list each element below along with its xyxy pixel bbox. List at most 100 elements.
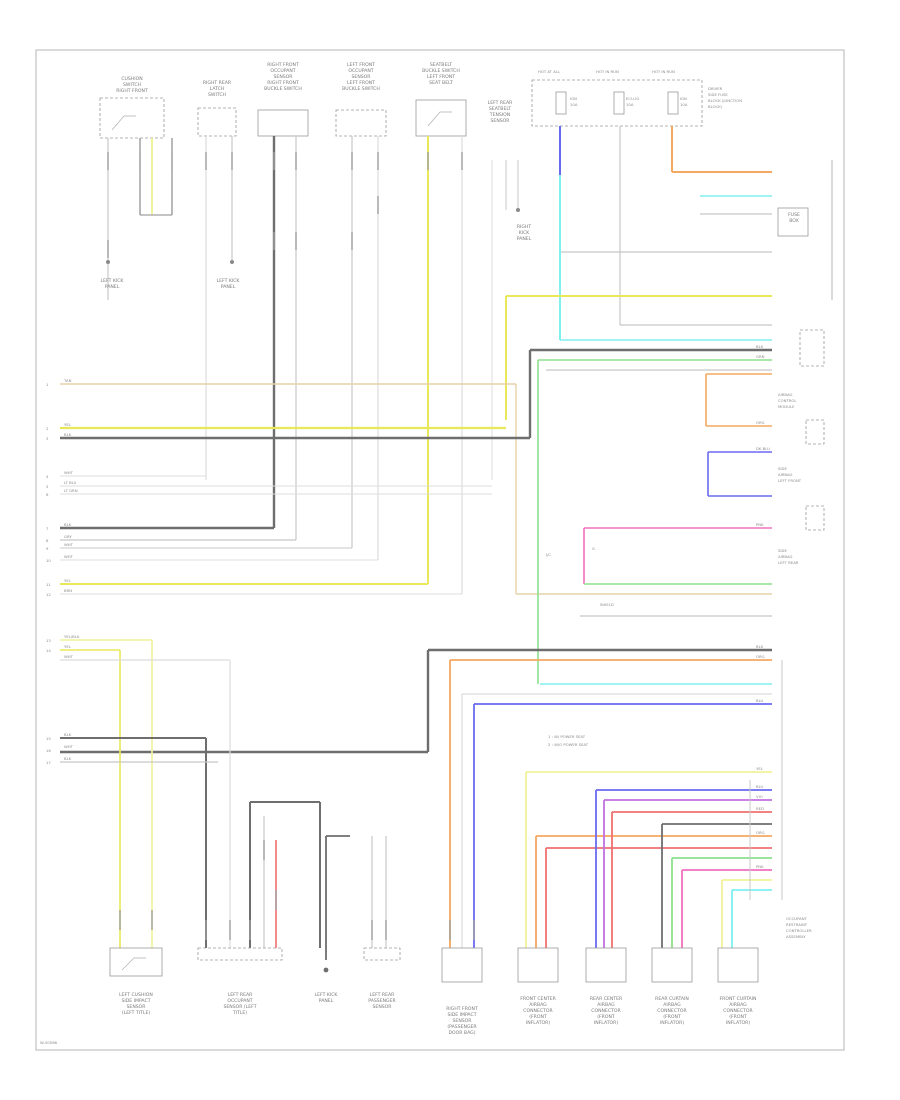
svg-text:PNK: PNK bbox=[756, 864, 764, 869]
svg-text:HOT AT ALL: HOT AT ALL bbox=[538, 69, 561, 74]
right-connector-top: AIRBAG CONTROL MODULE bbox=[778, 329, 825, 409]
svg-text:2: 2 bbox=[46, 426, 49, 431]
svg-text:LEFT FRONT: LEFT FRONT bbox=[427, 74, 455, 80]
svg-text:SENSOR: SENSOR bbox=[352, 74, 372, 80]
svg-text:ORG: ORG bbox=[756, 830, 765, 835]
svg-text:ECU-IG: ECU-IG bbox=[626, 96, 639, 101]
svg-text:G: G bbox=[592, 546, 595, 551]
svg-text:LEFT FRONT: LEFT FRONT bbox=[347, 62, 375, 68]
svg-text:INFLATOR): INFLATOR) bbox=[594, 1020, 618, 1026]
svg-text:17: 17 bbox=[46, 760, 51, 765]
fuse-output-wires bbox=[505, 126, 772, 420]
svg-text:KICK: KICK bbox=[519, 230, 531, 236]
ground-left-kick-2: LEFT KICK PANEL bbox=[217, 260, 240, 290]
svg-text:BLOCK (JUNCTION: BLOCK (JUNCTION bbox=[708, 98, 742, 103]
svg-text:WHT: WHT bbox=[64, 654, 74, 659]
svg-text:RIGHT FRONT: RIGHT FRONT bbox=[267, 80, 299, 86]
svg-text:BUCKLE SWITCH: BUCKLE SWITCH bbox=[264, 86, 302, 92]
svg-text:BOX: BOX bbox=[789, 218, 799, 224]
svg-text:AIRBAG: AIRBAG bbox=[597, 1002, 615, 1008]
ground-right-kick: RIGHT KICK PANEL bbox=[516, 208, 532, 242]
circuit-notes: J/C SHIELD G bbox=[545, 546, 614, 607]
svg-text:LEFT CUSHION: LEFT CUSHION bbox=[119, 992, 153, 998]
front-center-airbag-connector: FRONT CENTER AIRBAG CONNECTOR (FRONT INF… bbox=[517, 947, 559, 1026]
svg-text:YEL: YEL bbox=[64, 422, 72, 427]
svg-text:BLK: BLK bbox=[64, 522, 72, 527]
svg-text:YEL: YEL bbox=[64, 644, 72, 649]
svg-text:GRY: GRY bbox=[64, 534, 72, 539]
right-front-occupant-sensor: RIGHT FRONT OCCUPANT SENSOR RIGHT FRONT … bbox=[257, 62, 309, 137]
svg-text:SENSOR (LEFT: SENSOR (LEFT bbox=[223, 1004, 256, 1010]
right-rear-latch-switch: RIGHT REAR LATCH SWITCH bbox=[197, 80, 237, 137]
svg-text:PNK: PNK bbox=[756, 522, 764, 527]
svg-text:8: 8 bbox=[46, 538, 49, 543]
seatbelt-buckle-switch: SEATBELT BUCKLE SWITCH LEFT FRONT SEAT B… bbox=[415, 62, 467, 137]
svg-text:CONTROLLER: CONTROLLER bbox=[786, 928, 812, 933]
svg-text:LATCH: LATCH bbox=[210, 86, 225, 92]
svg-text:1 : W/ POWER SEAT: 1 : W/ POWER SEAT bbox=[548, 734, 586, 739]
svg-text:13: 13 bbox=[46, 638, 51, 643]
svg-text:CONNECTOR: CONNECTOR bbox=[523, 1008, 553, 1014]
svg-text:11: 11 bbox=[46, 582, 51, 587]
svg-text:TAN: TAN bbox=[63, 378, 72, 383]
svg-text:LEFT FRONT: LEFT FRONT bbox=[778, 478, 802, 483]
svg-text:9: 9 bbox=[46, 546, 49, 551]
svg-text:10A: 10A bbox=[570, 102, 578, 107]
svg-text:BLU: BLU bbox=[756, 784, 764, 789]
svg-text:BLK: BLK bbox=[64, 432, 72, 437]
svg-text:INFLATOR): INFLATOR) bbox=[726, 1020, 750, 1026]
svg-text:WHT: WHT bbox=[64, 554, 74, 559]
svg-text:SIDE: SIDE bbox=[778, 548, 787, 553]
svg-text:PANEL: PANEL bbox=[319, 998, 334, 1004]
left-kick-panel-ground: LEFT KICK PANEL bbox=[315, 967, 339, 1004]
svg-text:CONNECTOR: CONNECTOR bbox=[723, 1008, 753, 1014]
svg-text:(FRONT: (FRONT bbox=[597, 1014, 615, 1020]
svg-text:BUCKLE SWITCH: BUCKLE SWITCH bbox=[422, 68, 460, 74]
svg-text:WHT: WHT bbox=[64, 470, 74, 475]
diagram-border bbox=[35, 49, 845, 1051]
svg-text:SEATBELT: SEATBELT bbox=[430, 62, 452, 68]
airbag-module-label: OCCUPANT RESTRAINT CONTROLLER ASSEMBLY bbox=[781, 660, 812, 939]
svg-text:4: 4 bbox=[46, 474, 49, 479]
right-front-door-sensor: RIGHT FRONT SIDE IMPACT SENSOR (PASSENGE… bbox=[441, 947, 483, 1036]
svg-text:1: 1 bbox=[46, 382, 49, 387]
svg-text:SIDE FUSE: SIDE FUSE bbox=[708, 92, 728, 97]
svg-text:(PASSENGER: (PASSENGER bbox=[447, 1024, 477, 1030]
svg-text:RIGHT FRONT: RIGHT FRONT bbox=[446, 1006, 478, 1012]
svg-text:HOT IN RUN: HOT IN RUN bbox=[652, 69, 675, 74]
svg-text:ORG: ORG bbox=[756, 420, 765, 425]
left-reference-numbers: 1 2 3 4 5 6 7 8 9 10 11 12 13 14 15 16 1… bbox=[46, 382, 51, 765]
svg-text:AIRBAG: AIRBAG bbox=[778, 554, 792, 559]
svg-text:7: 7 bbox=[46, 526, 49, 531]
lower-left-wires bbox=[60, 639, 387, 960]
svg-text:IGN: IGN bbox=[680, 96, 687, 101]
svg-text:5: 5 bbox=[46, 484, 49, 489]
wire-color-labels: TAN YEL BLK WHT LT BLU LT GRN BLK GRY WH… bbox=[63, 344, 770, 869]
svg-text:OCCUPANT: OCCUPANT bbox=[270, 68, 295, 74]
svg-text:BUCKLE SWITCH: BUCKLE SWITCH bbox=[342, 86, 380, 92]
svg-text:AIRBAG: AIRBAG bbox=[778, 472, 792, 477]
left-rear-occupant-sensor: LEFT REAR OCCUPANT SENSOR (LEFT TITLE) bbox=[197, 947, 283, 1016]
svg-text:CONNECTOR: CONNECTOR bbox=[591, 1008, 621, 1014]
svg-text:SEATBELT: SEATBELT bbox=[489, 106, 511, 112]
rear-center-airbag-connector: REAR CENTER AIRBAG CONNECTOR (FRONT INFL… bbox=[585, 947, 627, 1026]
top-connector-pins bbox=[107, 152, 463, 258]
svg-text:YEL/BLK: YEL/BLK bbox=[64, 634, 80, 639]
svg-text:INFLATOR): INFLATOR) bbox=[526, 1020, 550, 1026]
svg-text:INFLATOR): INFLATOR) bbox=[660, 1020, 684, 1026]
footer-code: W-00586 bbox=[40, 1040, 58, 1045]
svg-text:PANEL: PANEL bbox=[221, 284, 236, 290]
svg-text:RIGHT REAR: RIGHT REAR bbox=[203, 80, 232, 86]
svg-text:LEFT KICK: LEFT KICK bbox=[315, 992, 339, 998]
svg-text:GRN: GRN bbox=[756, 354, 765, 359]
svg-text:SENSOR: SENSOR bbox=[127, 1004, 147, 1010]
svg-text:SWITCH: SWITCH bbox=[208, 92, 226, 98]
svg-text:(FRONT: (FRONT bbox=[663, 1014, 681, 1020]
driver-side-fuse-block: HOT AT ALL HOT IN RUN HOT IN RUN IGN 10A… bbox=[531, 69, 742, 127]
svg-text:LEFT REAR: LEFT REAR bbox=[370, 992, 396, 998]
svg-text:DRIVER: DRIVER bbox=[708, 86, 723, 91]
svg-text:PASSENGER: PASSENGER bbox=[368, 998, 396, 1004]
svg-text:RIGHT FRONT: RIGHT FRONT bbox=[267, 62, 299, 68]
svg-text:CONTROL: CONTROL bbox=[778, 398, 797, 403]
